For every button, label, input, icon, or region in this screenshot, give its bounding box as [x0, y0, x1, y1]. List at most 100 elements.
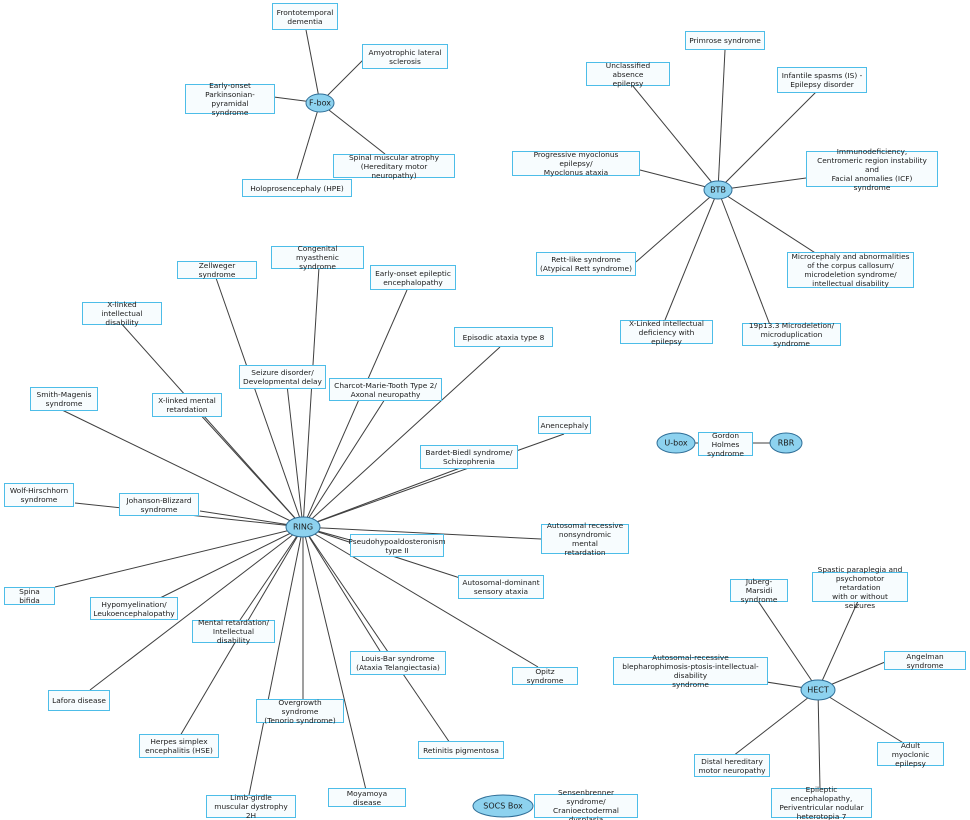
disease-sensenbrenner-syndrome: Sensenbrenner syndrome/ Cranioectodermal… [534, 788, 638, 820]
disease-icf-syndrome: Immunodeficiency, Centromeric region ins… [806, 147, 938, 192]
edge-ring-myasthenic [302, 266, 320, 528]
disease-autosomal-dominant-sensory-ataxia: Autosomal-dominant sensory ataxia [458, 575, 544, 599]
edge-ring-early-epileptic [302, 289, 408, 528]
disease-bardet-biedl-syndrome: Bardet-Biedl syndrome/ Schizophrenia [420, 445, 518, 469]
disease-xlinked-intellectual-disability: X-linked intellectual disability [82, 300, 162, 327]
edge-btb-icf [717, 177, 807, 191]
disease-lafora-disease: Lafora disease [48, 690, 110, 711]
hub-rbr-label: RBR [778, 439, 795, 448]
disease-als: Amyotrophic lateral sclerosis [362, 44, 448, 69]
edge-fbox-hpe [296, 102, 321, 180]
edge-btb-microcephaly [717, 189, 821, 257]
disease-anencephaly: Anencephaly [538, 416, 591, 434]
edge-btb-infantile [717, 87, 821, 191]
disease-epileptic-encephalopathy-heterotopia: Epileptic encephalopathy, Periventricula… [771, 785, 872, 820]
disease-spina-bifida: Spina bifida [4, 587, 55, 605]
disease-hypomyelination: Hypomyelination/ Leukoencephalopathy [90, 597, 178, 620]
disease-episodic-ataxia-type-8: Episodic ataxia type 8 [454, 327, 553, 347]
edge-ring-lafora [89, 526, 304, 691]
edge-btb-microdeletion [717, 189, 771, 326]
disease-infantile-spasms: Infantile spasms (IS) - Epilepsy disorde… [777, 67, 867, 93]
edge-ring-hypomyelination [159, 526, 304, 599]
hub-btb: BTB [703, 180, 733, 200]
edge-ring-limb-girdle [248, 526, 304, 796]
disease-microcephaly-corpus-callosum: Microcephaly and abnormalities of the co… [787, 252, 914, 288]
disease-congenital-myasthenic-syndrome: Congenital myasthenic syndrome [271, 244, 364, 271]
edge-ring-xlinked-id [119, 321, 304, 528]
edge-ring-anencephaly [302, 433, 565, 528]
disease-angelman-syndrome: Angelman syndrome [884, 651, 966, 670]
edge-btb-rett [635, 189, 719, 263]
hub-ring: RING [285, 516, 321, 538]
disease-gordon-holmes-syndrome: Gordon Holmes syndrome [698, 431, 753, 458]
disease-rett-like-syndrome: Rett-like syndrome (Atypical Rett syndro… [536, 252, 636, 276]
edge-ring-opitz [302, 526, 539, 668]
edge-btb-primrose [717, 49, 726, 191]
disease-retinitis-pigmentosa: Retinitis pigmentosa [418, 741, 504, 759]
disease-zellweger-syndrome: Zellweger syndrome [177, 261, 257, 279]
disease-holoprosencephaly: Holoprosencephaly (HPE) [242, 179, 352, 197]
disease-early-onset-epileptic-encephalopathy: Early-onset epileptic encephalopathy [370, 265, 456, 290]
hub-socs: SOCS Box [472, 794, 534, 818]
edge-ring-mental-ret [239, 526, 304, 621]
disease-smith-magenis-syndrome: Smith-Magenis syndrome [30, 387, 98, 411]
edge-fbox-sma [319, 102, 386, 155]
edge-hect-adult-myoclonic [817, 689, 906, 745]
disease-unclassified-absence-epilepsy: Unclassified absence epilepsy [586, 61, 670, 88]
disease-louis-bar-syndrome: Louis-Bar syndrome (Ataxia Telangiectasi… [350, 651, 446, 675]
edge-ring-retinitis [302, 526, 451, 744]
disease-herpes-simplex-encephalitis: Herpes simplex encephalitis (HSE) [139, 734, 219, 758]
disease-limb-girdle-muscular-dystrophy: Limb-girdle muscular dystrophy 2H [206, 793, 296, 820]
hub-fbox: F-box [305, 93, 335, 113]
disease-xlinked-mental-retardation: X-linked mental retardation [152, 393, 222, 417]
edge-ring-bardet [302, 464, 469, 528]
disease-spinal-muscular-atrophy: Spinal muscular atrophy (Hereditary moto… [333, 153, 455, 180]
hub-rbr: RBR [769, 432, 803, 454]
edge-btb-xlinked-epilepsy [664, 189, 719, 321]
edge-hect-juberg [757, 600, 819, 691]
disease-19p13-microdeletion: 19p13.3 Microdeletion/ microduplication … [742, 321, 841, 348]
disease-spastic-paraplegia: Spastic paraplegia and psychomotor retar… [812, 565, 908, 610]
disease-blepharophimosis-ptosis-id-syndrome: Autosomal-recessive blepharophimosis-pto… [613, 653, 768, 689]
edge-ring-cmt [302, 398, 386, 528]
hub-hect-label: HECT [807, 686, 829, 695]
hub-btb-label: BTB [710, 186, 726, 195]
edge-ring-moyamoya [302, 526, 367, 791]
disease-pseudohypoaldosteronism: Pseudohypoaldosteronism type II [348, 534, 446, 557]
disease-moyamoya-disease: Moyamoya disease [328, 788, 406, 807]
disease-mental-retardation-intellectual-disability: Mental retardation/ Intellectual disabil… [192, 618, 275, 645]
disease-frontotemporal-dementia: Frontotemporal dementia [272, 3, 338, 30]
edge-ring-spina [54, 526, 304, 588]
disease-early-onset-parkinsonian: Early-onset Parkinsonian-pyramidal syndr… [185, 81, 275, 117]
disease-primrose-syndrome: Primrose syndrome [685, 31, 765, 50]
edge-ring-smith [59, 408, 304, 528]
disease-progressive-myoclonus-epilepsy: Progressive myoclonus epilepsy/ Myoclonu… [512, 150, 640, 177]
edge-ring-seizure [286, 384, 304, 528]
disease-autosomal-recessive-mental-retardation: Autosomal recessive nonsyndromic mental … [541, 521, 629, 557]
hub-ubox-label: U-box [664, 439, 687, 448]
edge-fbox-frontotemporal [305, 29, 321, 104]
disease-wolf-hirschhorn-syndrome: Wolf-Hirschhorn syndrome [4, 483, 74, 507]
edge-ring-louis-bar [302, 526, 381, 652]
edge-hect-epileptic-enc [817, 689, 821, 790]
disease-distal-hereditary-motor-neuropathy: Distal hereditary motor neuropathy [694, 754, 770, 777]
disease-adult-myoclonic-epilepsy: Adult myoclonic epilepsy [877, 741, 944, 768]
disease-overgrowth-syndrome: Overgrowth syndrome (Tenorio syndrome) [256, 698, 344, 725]
hub-ubox: U-box [656, 432, 696, 454]
disease-opitz-syndrome: Opitz syndrome [512, 667, 578, 685]
edge-ring-xlinked-mr [196, 410, 304, 528]
hub-fbox-label: F-box [309, 99, 331, 108]
edge-ring-johanson [199, 510, 304, 528]
disease-juberg-marsidi-syndrome: Juberg-Marsidi syndrome [730, 577, 788, 604]
hub-hect: HECT [800, 679, 836, 701]
edge-hect-spastic [817, 600, 859, 691]
edge-ring-autosomal-rec [302, 526, 542, 540]
hub-ring-label: RING [293, 523, 313, 532]
hub-socs-label: SOCS Box [483, 802, 523, 811]
edge-ring-episodic [302, 346, 501, 528]
disease-xlinked-intellectual-deficiency-epilepsy: X-Linked intellectual deficiency with ep… [620, 319, 713, 346]
edge-ring-zellweger [215, 277, 304, 528]
edge-btb-absence [627, 79, 719, 191]
